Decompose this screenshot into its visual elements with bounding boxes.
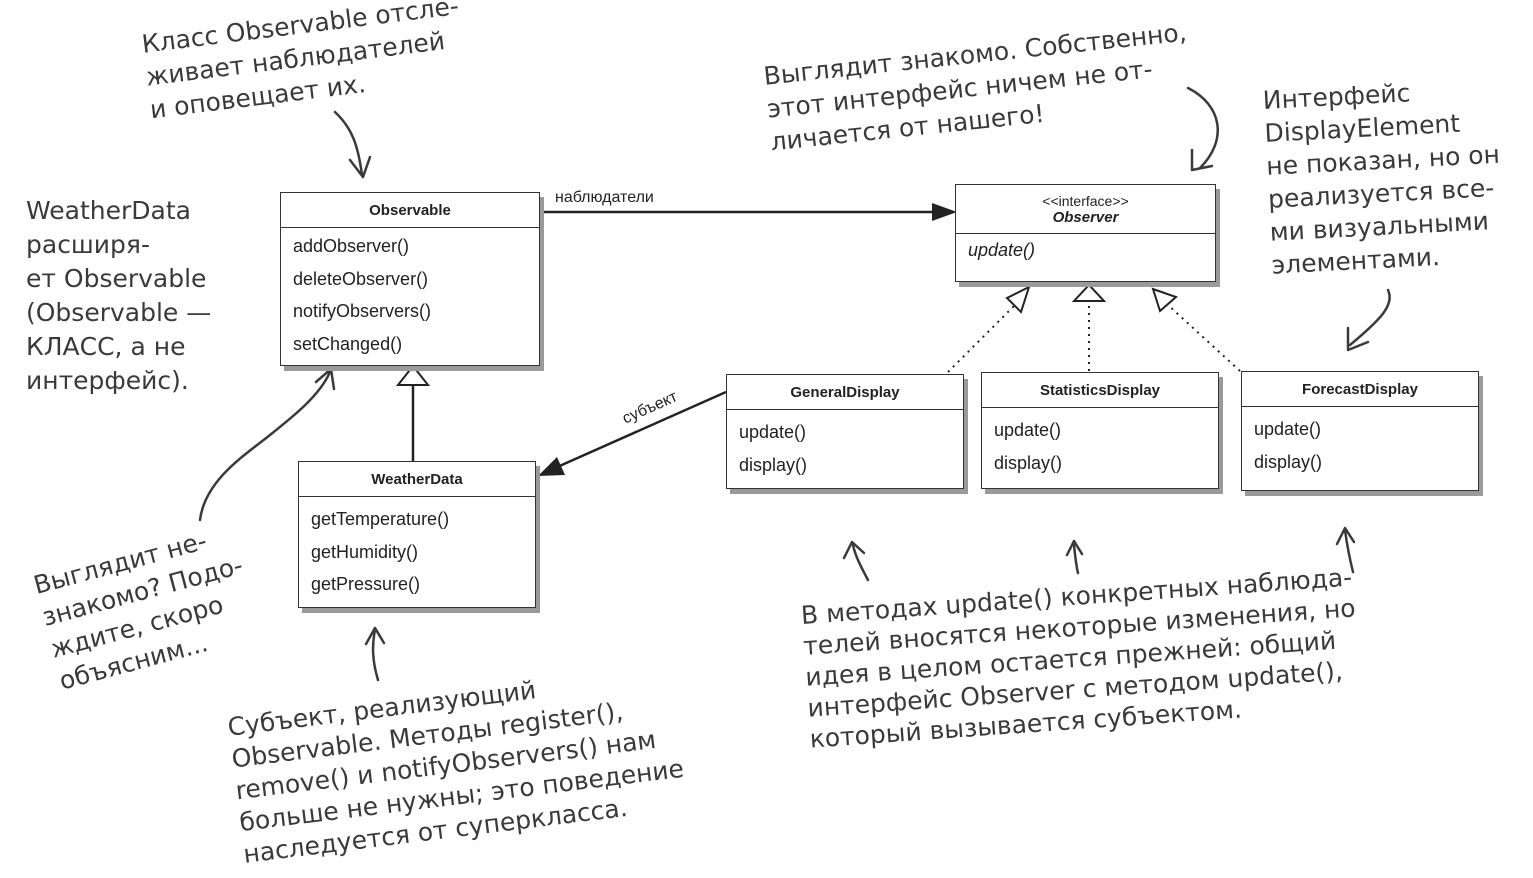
method-display: display()	[994, 452, 1063, 473]
method-gettemperature: getTemperature()	[311, 509, 450, 529]
class-forecastdisplay-name: ForecastDisplay	[1242, 372, 1478, 407]
observers-association-label: наблюдатели	[555, 189, 654, 206]
class-statisticsdisplay: StatisticsDisplay update() display()	[981, 372, 1219, 489]
note-line: интерфейс).	[26, 366, 189, 395]
class-forecastdisplay: ForecastDisplay update() display()	[1241, 371, 1479, 491]
interface-observer-methods: update()	[956, 234, 1215, 273]
realization-triangle-general	[1005, 285, 1031, 314]
class-weatherdata: WeatherData getTemperature() getHumidity…	[298, 461, 536, 608]
class-weatherdata-name: WeatherData	[299, 462, 535, 497]
class-observable-name: Observable	[281, 193, 539, 228]
realization-line-general	[947, 305, 1015, 373]
note-arrow-subject	[371, 628, 380, 682]
method-notifyobservers: notifyObservers()	[293, 301, 432, 321]
interface-name: Observer	[1052, 208, 1119, 226]
inheritance-triangle	[395, 364, 431, 386]
realization-line-forecast	[1167, 304, 1241, 372]
method-update: update()	[739, 422, 807, 442]
note-line: (Observable —	[26, 298, 212, 327]
subject-association-line	[554, 390, 727, 470]
note-arrow-observable-head	[348, 155, 372, 179]
note-arrow-general	[851, 543, 870, 582]
note-arrow-statistics-head	[1065, 539, 1084, 557]
note-arrow-observable	[333, 110, 364, 177]
note-arrow-statistics	[1072, 543, 1080, 575]
method-display: display()	[739, 454, 808, 475]
note-display-element: Интерфейс DisplayElement не показан, но …	[1262, 72, 1506, 282]
note-arrow-displayelement-head	[1346, 326, 1370, 352]
note-arrow-observer	[1186, 86, 1219, 170]
realization-triangle-statistics	[1071, 283, 1107, 302]
method-update: update()	[1254, 419, 1322, 439]
class-observable: Observable addObserver() deleteObserver(…	[280, 192, 540, 366]
interface-observer: <<interface>> Observer update()	[955, 184, 1216, 282]
method-deleteobserver: deleteObserver()	[293, 268, 429, 289]
realization-triangle-forecast	[1151, 287, 1178, 313]
note-weatherdata-extends: WeatherData расширя- ет Observable (Obse…	[26, 194, 211, 398]
note-arrow-displayelement	[1348, 288, 1391, 347]
note-arrow-forecast	[1343, 528, 1355, 574]
note-line: ет Observable	[26, 264, 207, 293]
class-generaldisplay-name: GeneralDisplay	[727, 375, 963, 410]
note-arrow-unfamiliar-head	[314, 367, 336, 391]
note-arrow-unfamiliar	[198, 370, 332, 522]
note-line: расширя-	[26, 230, 150, 259]
note-arrow-observer-head	[1190, 148, 1214, 172]
note-line: WeatherData	[26, 196, 191, 225]
class-generaldisplay-methods: update() display()	[727, 410, 963, 487]
method-update: update()	[994, 420, 1062, 440]
method-display: display()	[1254, 451, 1323, 472]
observers-association-arrowhead	[932, 203, 957, 221]
class-name: ForecastDisplay	[1302, 380, 1418, 398]
method-getpressure: getPressure()	[311, 574, 421, 594]
class-name: StatisticsDisplay	[1039, 381, 1161, 399]
class-statisticsdisplay-methods: update() display()	[982, 408, 1218, 485]
class-weatherdata-methods: getTemperature() getHumidity() getPressu…	[299, 497, 535, 607]
note-arrow-subject-head	[364, 626, 386, 646]
method-gethumidity: getHumidity()	[311, 541, 419, 562]
note-line: КЛАСС, а не	[26, 332, 186, 361]
method-addobserver: addObserver()	[293, 236, 410, 256]
class-observable-methods: addObserver() deleteObserver() notifyObs…	[281, 228, 539, 366]
class-forecastdisplay-methods: update() display()	[1242, 407, 1478, 484]
class-name: WeatherData	[371, 470, 463, 488]
interface-observer-header: <<interface>> Observer	[956, 185, 1215, 234]
note-arrow-forecast-head	[1335, 526, 1356, 546]
method-setchanged: setChanged()	[293, 333, 403, 354]
note-arrow-general-head	[842, 540, 866, 560]
stereotype-label: <<interface>>	[1042, 192, 1129, 209]
subject-association-arrowhead	[538, 457, 565, 476]
class-name: Observable	[369, 201, 451, 219]
class-name: GeneralDisplay	[790, 383, 900, 401]
method-update: update()	[968, 240, 1036, 260]
class-statisticsdisplay-name: StatisticsDisplay	[982, 373, 1218, 408]
class-generaldisplay: GeneralDisplay update() display()	[726, 374, 964, 489]
